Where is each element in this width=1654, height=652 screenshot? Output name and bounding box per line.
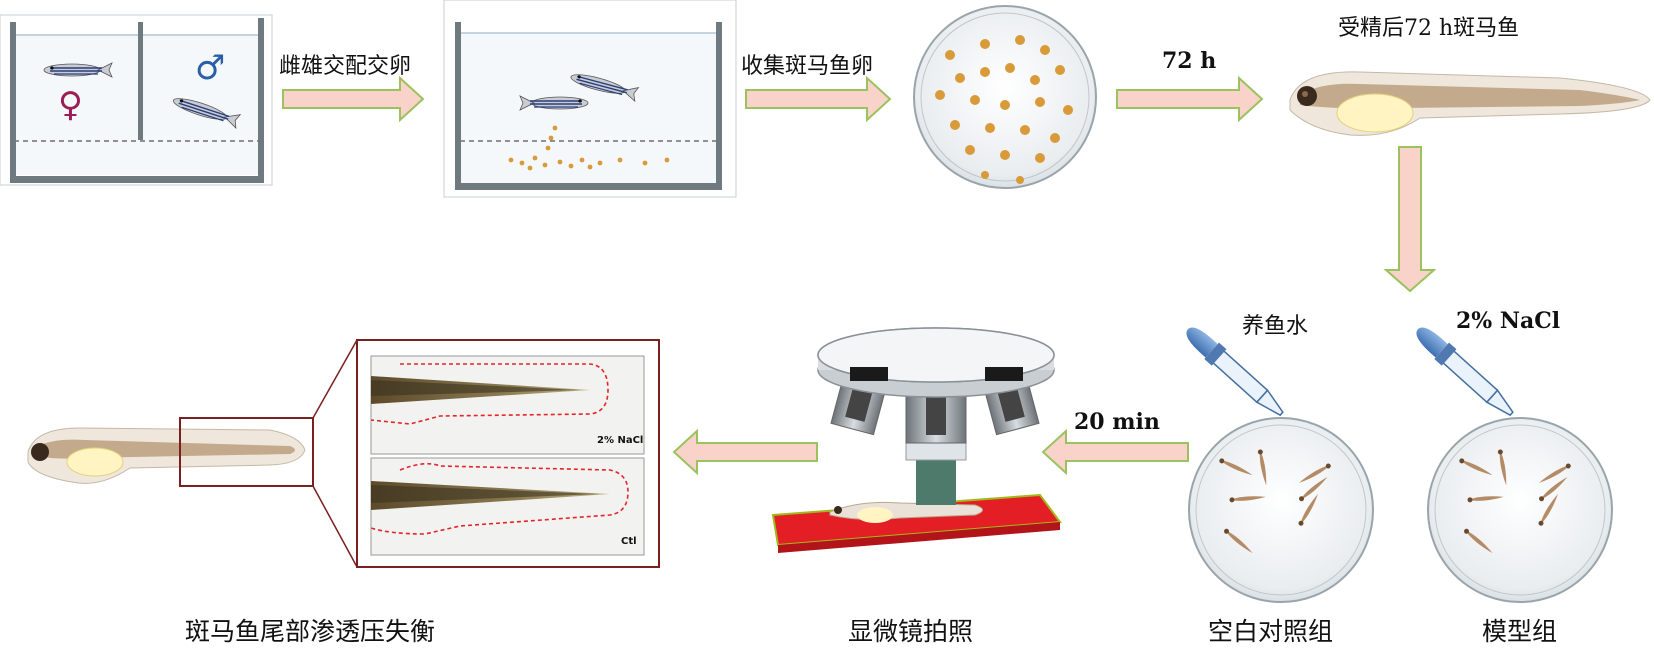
label-larvae-72h: 受精后72 h斑马鱼 [1338, 16, 1520, 41]
tank-divider [138, 22, 143, 140]
tag-ctl: Ctl [621, 536, 637, 547]
label-fish-water: 养鱼水 [1242, 314, 1309, 339]
label-collect: 收集斑马鱼卵 [741, 54, 874, 79]
caption-control-group: 空白对照组 [1208, 617, 1334, 646]
female-symbol: ♀ [58, 85, 83, 125]
spawning-tank [443, 0, 737, 198]
larva-tail-zoom [27, 339, 358, 568]
tag-nacl: 2% NaCl [597, 435, 644, 446]
arrow-mating [282, 75, 425, 123]
microscope [771, 327, 1062, 553]
label-nacl: 2% NaCl [1456, 308, 1561, 334]
caption-model-group: 模型组 [1482, 617, 1558, 646]
larva-72h [1289, 71, 1651, 136]
arrow-20min [1041, 428, 1189, 476]
caption-microscope: 显微镜拍照 [848, 617, 974, 646]
control-dish [1188, 417, 1374, 603]
dropper-model [1416, 327, 1514, 447]
dropper-control [1186, 327, 1284, 447]
arrow-down [1383, 146, 1437, 293]
label-mating: 雌雄交配交卵 [279, 54, 412, 79]
model-dish [1427, 417, 1613, 603]
eggs-falling [508, 125, 670, 171]
tail-inset [356, 339, 660, 568]
panel-nacl [370, 355, 645, 455]
mating-tank [0, 14, 273, 186]
male-symbol: ♂ [195, 48, 226, 88]
caption-tail-imbalance: 斑马鱼尾部渗透压失衡 [185, 617, 436, 646]
zoom-box [179, 417, 314, 487]
outline-nacl [370, 363, 609, 425]
arrow-72h [1116, 75, 1264, 123]
label-20min: 20 min [1074, 409, 1160, 435]
egg-petri-dish [913, 5, 1097, 189]
arrow-to-result [672, 428, 818, 476]
arrow-collect [745, 75, 892, 123]
label-72h: 72 h [1162, 48, 1217, 74]
